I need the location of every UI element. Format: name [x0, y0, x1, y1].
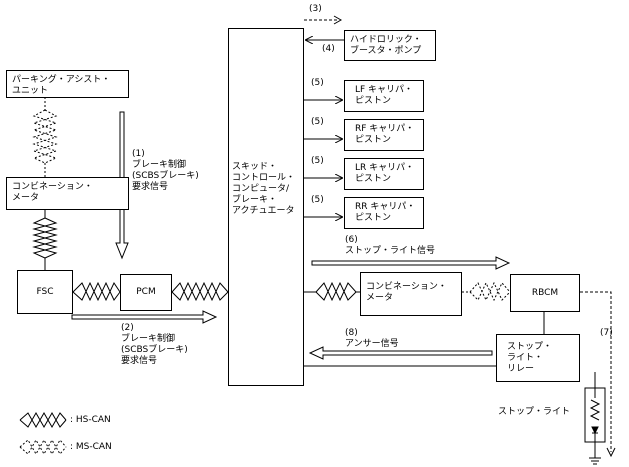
- combination-meter-right-label: コンビネーション・ メータ: [366, 282, 447, 303]
- rbcm-label: RBCM: [531, 288, 559, 298]
- legend-ms-can-symbol: [19, 438, 67, 456]
- rr-caliper-piston: RR キャリパ・ ピストン: [344, 197, 424, 229]
- pcm-label: PCM: [136, 287, 156, 297]
- pcm-module: PCM: [120, 274, 172, 311]
- signal-3-label: (3): [309, 4, 322, 14]
- hydraulic-booster-pump: ハイドロリック・ ブースタ・ポンプ: [344, 30, 436, 61]
- signal-2-label: (2) ブレーキ制御 (SCBSブレーキ) 要求信号: [121, 323, 188, 366]
- lr-caliper-label: LR キャリパ・ ピストン: [355, 163, 415, 184]
- hs-can-line-pcm-central: [171, 281, 229, 302]
- signal-8-arrow: [308, 346, 493, 360]
- rf-caliper-piston: RF キャリパ・ ピストン: [344, 119, 424, 151]
- signal-5-label-lf: (5): [311, 78, 324, 88]
- combination-meter-right: コンビネーション・ メータ: [360, 272, 462, 316]
- lr-caliper-piston: LR キャリパ・ ピストン: [344, 158, 424, 190]
- stop-light-relay: ストップ・ ライト・ リレー: [496, 334, 580, 382]
- rbcm-module: RBCM: [510, 274, 580, 312]
- hydraulic-pump-label: ハイドロリック・ ブースタ・ポンプ: [350, 35, 422, 56]
- signal-5-label-lr: (5): [311, 156, 324, 166]
- fsc-module: FSC: [17, 270, 73, 314]
- skid-control-label: スキッド・ コントロール・ コンピュータ/ ブレーキ・ アクチュエータ: [232, 162, 296, 216]
- signal-6-label: (6) ストップ・ライト信号: [345, 235, 436, 256]
- parking-assist-label: パーキング・アシスト・ ユニット: [12, 75, 111, 96]
- ms-can-line-parking-meter: [32, 97, 58, 178]
- combination-meter-left-label: コンビネーション・ メータ: [12, 182, 93, 203]
- stop-light-lamp: [584, 372, 606, 465]
- hs-can-line-meter-fsc: [32, 210, 58, 270]
- signal-5-label-rf: (5): [311, 117, 324, 127]
- parking-assist-unit: パーキング・アシスト・ ユニット: [6, 70, 129, 98]
- signal-4-label: (4): [322, 44, 335, 54]
- ms-can-line-meter-rbcm: [462, 281, 511, 302]
- signal-3-arrow: [304, 15, 343, 25]
- lf-caliper-piston: LF キャリパ・ ピストン: [344, 80, 424, 112]
- skid-control-computer: スキッド・ コントロール・ コンピュータ/ ブレーキ・ アクチュエータ: [228, 28, 304, 386]
- hs-can-line-central-meter: [304, 281, 360, 302]
- rr-caliper-label: RR キャリパ・ ピストン: [355, 202, 416, 223]
- stop-light-relay-label: ストップ・ ライト・ リレー: [507, 342, 553, 374]
- lf-caliper-label: LF キャリパ・ ピストン: [355, 85, 414, 106]
- signal-7-line: [580, 291, 612, 452]
- hs-can-line-fsc-pcm: [72, 281, 121, 302]
- signal-7-label: (7): [600, 328, 613, 338]
- rf-caliper-label: RF キャリパ・ ピストン: [355, 124, 415, 145]
- legend-ms-can-label: : MS-CAN: [70, 442, 112, 452]
- signal-2-arrow: [71, 310, 218, 324]
- stop-light-label: ストップ・ライト: [498, 407, 571, 417]
- signal-6-arrow: [311, 256, 511, 270]
- legend-hs-can-symbol: [19, 411, 67, 429]
- legend-hs-can-label: : HS-CAN: [70, 415, 111, 425]
- signal-1-label: (1) ブレーキ制御 (SCBSブレーキ) 要求信号: [132, 149, 199, 192]
- signal-5-label-rr: (5): [311, 195, 324, 205]
- combination-meter-left: コンビネーション・ メータ: [6, 177, 129, 210]
- fsc-label: FSC: [36, 287, 54, 297]
- signal-8-label: (8) アンサー信号: [345, 328, 399, 349]
- signal-7-arrowhead: [606, 447, 616, 458]
